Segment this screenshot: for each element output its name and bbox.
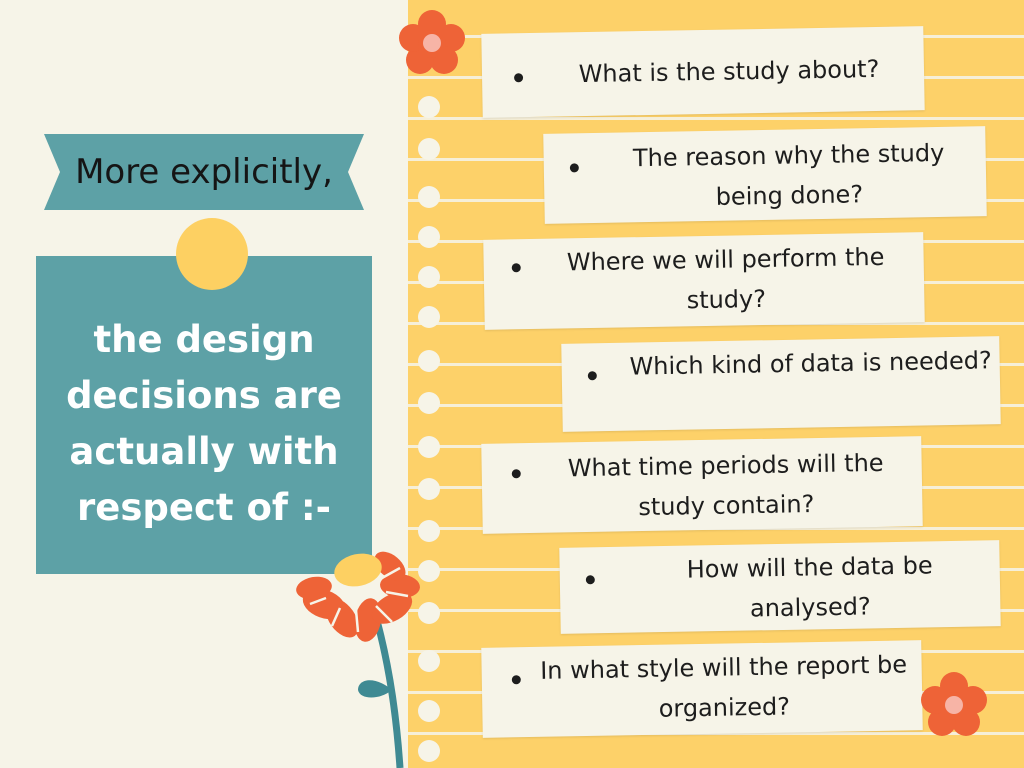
binder-hole: [418, 478, 440, 500]
question-text: How will the data be analysed?: [686, 551, 933, 623]
binder-hole: [418, 520, 440, 542]
binder-hole: [418, 436, 440, 458]
question-card: Where we will perform the study?: [483, 232, 925, 330]
question-card: Which kind of data is needed?: [561, 336, 1001, 432]
question-text: Where we will perform the study?: [566, 242, 885, 315]
binder-hole: [418, 96, 440, 118]
question-text: Which kind of data is needed?: [629, 346, 992, 381]
binder-hole: [418, 306, 440, 328]
question-text: In what style will the report be organiz…: [539, 650, 908, 723]
binder-hole: [418, 138, 440, 160]
question-card: What is the study about?: [481, 26, 925, 118]
teal-note-text: the design decisions are actually with r…: [66, 318, 342, 529]
binder-hole: [418, 226, 440, 248]
bullet-icon: [511, 469, 521, 479]
binder-hole: [418, 186, 440, 208]
question-card: How will the data be analysed?: [559, 540, 1001, 634]
bullet-icon: [511, 675, 521, 685]
binder-holes: [418, 0, 448, 768]
binder-hole: [418, 602, 440, 624]
question-text: The reason why the study being done?: [632, 138, 945, 211]
banner-ribbon: More explicitly,: [44, 134, 364, 210]
bullet-icon: [511, 263, 521, 273]
question-card: The reason why the study being done?: [543, 126, 987, 224]
binder-hole: [418, 560, 440, 582]
question-text: What time periods will the study contain…: [567, 448, 884, 522]
binder-hole: [418, 392, 440, 414]
bullet-icon: [585, 575, 595, 585]
flower-icon: [921, 672, 987, 736]
banner-text: More explicitly,: [75, 152, 333, 192]
bullet-icon: [513, 73, 524, 83]
question-card: What time periods will the study contain…: [481, 436, 923, 534]
question-text: What is the study about?: [578, 54, 880, 89]
daisy-flower-icon: [296, 551, 420, 768]
yellow-pin-icon: [176, 218, 248, 290]
question-card: In what style will the report be organiz…: [481, 640, 923, 738]
binder-hole: [418, 266, 440, 288]
teal-note-card: the design decisions are actually with r…: [36, 256, 372, 574]
flower-icon: [399, 10, 465, 74]
binder-hole: [418, 700, 440, 722]
binder-hole: [418, 650, 440, 672]
bullet-icon: [587, 371, 597, 381]
binder-hole: [418, 740, 440, 762]
bullet-icon: [569, 163, 579, 173]
binder-hole: [418, 350, 440, 372]
